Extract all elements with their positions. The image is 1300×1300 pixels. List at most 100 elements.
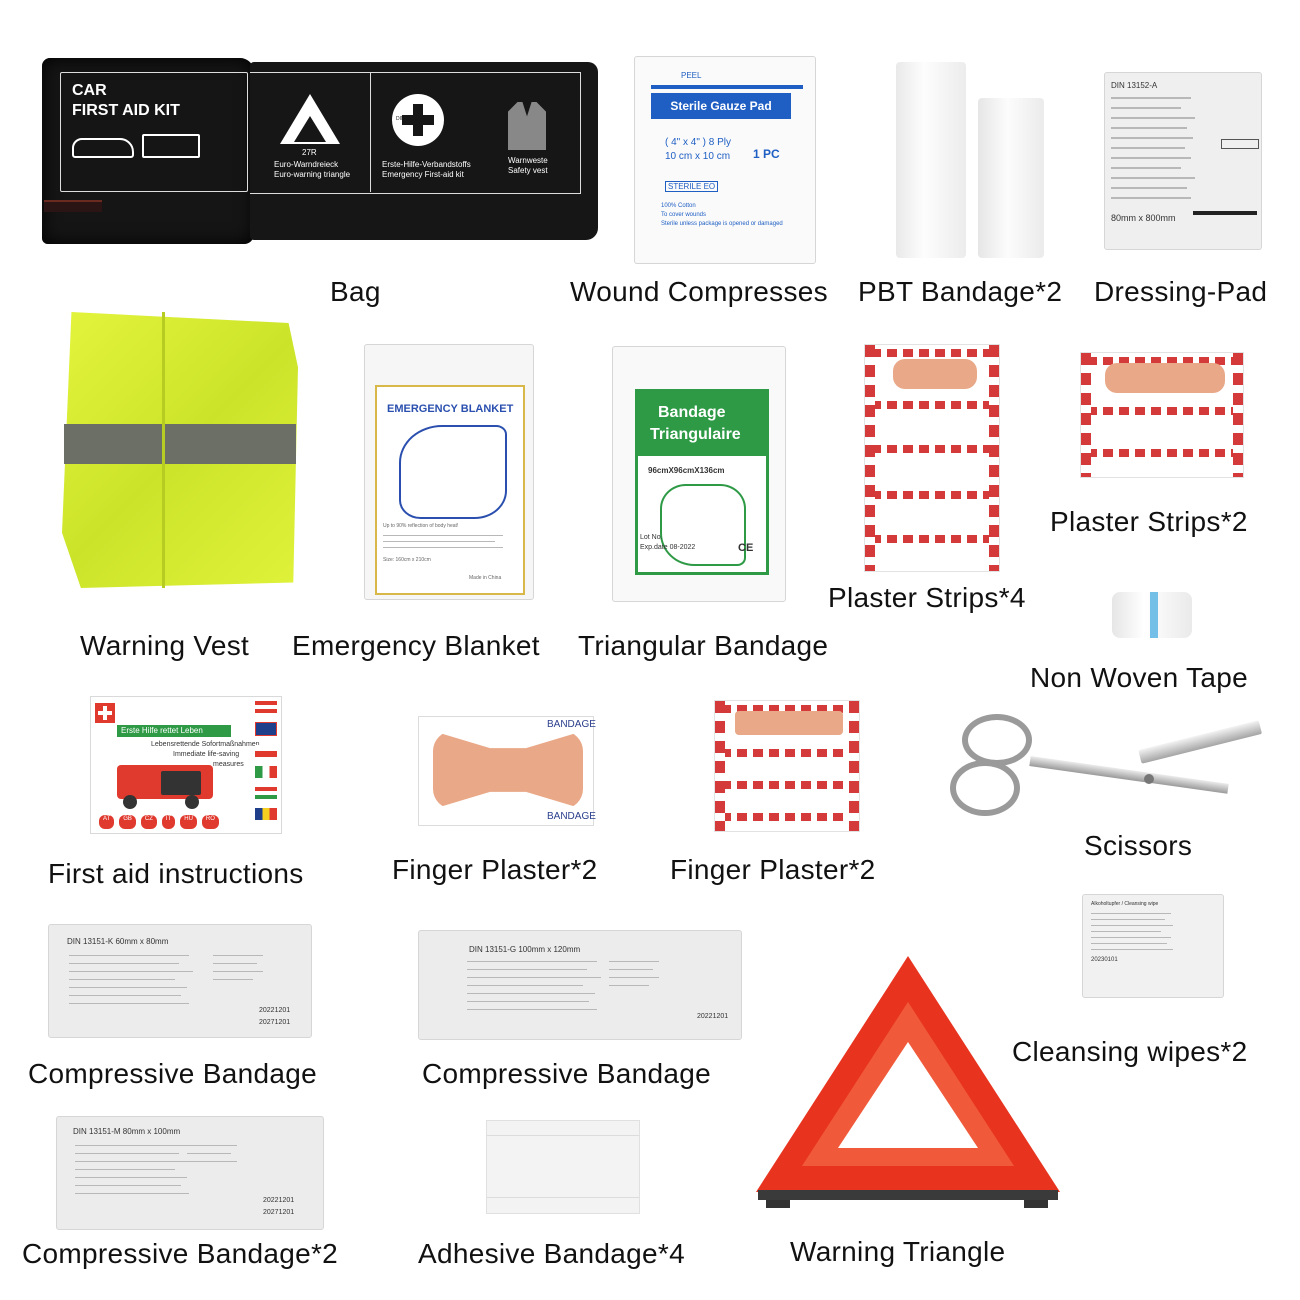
finger-plaster-sheet-b (714, 700, 860, 832)
compress-b-din: DIN 13151-G 100mm x 120mm (469, 945, 581, 954)
plaster-strips-2-sheet (1080, 352, 1244, 478)
finger-brand-bottom: BANDAGE (547, 811, 596, 822)
gauze-title-banner: Sterile Gauze Pad (651, 93, 791, 119)
blanket-person-icon (399, 425, 507, 519)
label-compressive-bandage-a: Compressive Bandage (28, 1058, 317, 1089)
gauze-bullet-2: To cover wounds (661, 212, 707, 218)
country-badge: IT (161, 815, 176, 829)
gauze-size-1: ( 4" x 4" ) 8 Ply (665, 137, 732, 148)
plaster-strips-4-sheet (864, 344, 1000, 572)
swiss-cross-icon (95, 703, 115, 723)
instructions-line-2: Immediate life-saving (173, 751, 240, 758)
warning-triangle-photo (752, 954, 1064, 1212)
tri-title-2: Triangulaire (650, 426, 741, 443)
tri-title-1: Bandage (658, 404, 726, 421)
peel-tab: PEEL (681, 71, 702, 80)
bag-photo: CAR FIRST AID KIT (42, 58, 254, 244)
blanket-origin: Made in China (469, 575, 502, 581)
country-badge: GB (119, 815, 136, 829)
scissors-pivot (1144, 774, 1154, 784)
label-warning-vest: Warning Vest (80, 630, 250, 661)
country-badge: HU (180, 815, 197, 829)
dressing-pad-package: DIN 13152-A 80mm x 800mm (1104, 72, 1262, 250)
instructions-line-3: measures (213, 761, 244, 768)
plaster-strip (893, 359, 977, 389)
label-scissors: Scissors (1084, 830, 1193, 861)
label-triangular-bandage: Triangular Bandage (578, 630, 829, 661)
label-cleansing-wipes: Cleansing wipes*2 (1012, 1036, 1248, 1067)
gauze-size-2: 10 cm x 10 cm (665, 151, 731, 162)
blanket-note: Up to 90% reflection of body heat! (383, 523, 459, 529)
compress-c-lot-2: 20271201 (263, 1209, 295, 1216)
kit-text-2: Emergency First-aid kit (382, 170, 464, 179)
cleansing-wipes-package: Alkoholtupfer / Cleansing wipe 20230101 (1082, 894, 1224, 998)
emergency-blanket-package: EMERGENCY BLANKET Up to 90% reflection o… (364, 344, 534, 600)
car-icon (72, 138, 134, 158)
compressive-bandage-package-c: DIN 13151-M 80mm x 100mm 20221201 202712… (56, 1116, 324, 1230)
wipes-head: Alkoholtupfer / Cleansing wipe (1091, 901, 1159, 907)
scissors-blade (1029, 756, 1229, 794)
scissors-photo (950, 712, 1270, 816)
wipes-date: 20230101 (1091, 957, 1118, 963)
compress-c-din: DIN 13151-M 80mm x 100mm (73, 1127, 181, 1136)
compressive-bandage-package-a: DIN 13151-K 60mm x 80mm 20221201 2027120… (48, 924, 312, 1038)
label-plaster-strips-2: Plaster Strips*2 (1050, 506, 1248, 537)
bag-title-2: FIRST AID KIT (72, 102, 180, 119)
reflective-stripe (64, 424, 296, 464)
first-aid-instructions-card: Erste Hilfe rettet Leben Lebensrettende … (90, 696, 282, 834)
label-emergency-blanket: Emergency Blanket (292, 630, 540, 661)
finger-plaster-sheet-a: BANDAGE BANDAGE (418, 716, 596, 826)
tri-ce: CE (738, 542, 754, 554)
bag-title-1: CAR (72, 82, 107, 99)
country-badges: AT GB CZ IT HU RO (99, 815, 275, 829)
label-non-woven-tape: Non Woven Tape (1030, 662, 1248, 693)
compressive-bandage-package-b: DIN 13151-G 100mm x 120mm 20221201 (418, 930, 742, 1040)
first-aid-cross-icon (392, 94, 444, 146)
label-wound-compresses: Wound Compresses (570, 276, 828, 307)
triangle-code: 27R (302, 148, 317, 157)
kit-text-1: Erste-Hilfe-Verbandstoffs (382, 160, 471, 169)
non-woven-tape-roll (1112, 592, 1192, 638)
finger-brand-top: BANDAGE (547, 719, 596, 730)
label-compressive-bandage-2: Compressive Bandage*2 (22, 1238, 339, 1269)
gauze-count: 1 PC (753, 147, 780, 161)
gauze-pad-package: PEEL Sterile Gauze Pad ( 4" x 4" ) 8 Ply… (634, 56, 816, 264)
label-bag: Bag (330, 276, 381, 307)
zipper (44, 200, 102, 212)
triangle-text-2: Euro-warning triangle (274, 170, 351, 179)
label-dressing-pad: Dressing-Pad (1094, 276, 1268, 307)
blanket-size: Size: 160cm x 210cm (383, 557, 431, 563)
arm-sling-icon (660, 484, 746, 566)
compress-a-lot-2: 20271201 (259, 1019, 291, 1026)
instructions-banner: Erste Hilfe rettet Leben (117, 725, 231, 737)
triangle-text-1: Euro-Warndreieck (274, 160, 339, 169)
triangular-bandage-package: Bandage Triangulaire 96cmX96cmX136cm Lot… (612, 346, 786, 602)
dressing-size: 80mm x 800mm (1111, 213, 1176, 223)
plaster-strip (1105, 363, 1225, 393)
compress-a-din: DIN 13151-K 60mm x 80mm (67, 937, 169, 946)
dressing-din: DIN 13152-A (1111, 81, 1158, 90)
bag-panel: 27R Euro-Warndreieck Euro-warning triang… (250, 62, 598, 240)
tri-lot: Lot No. (640, 534, 663, 541)
label-pbt-bandage: PBT Bandage*2 (858, 276, 1063, 307)
label-finger-plaster-a: Finger Plaster*2 (392, 854, 598, 885)
tri-size: 96cmX96cmX136cm (648, 466, 725, 475)
label-plaster-strips-4: Plaster Strips*4 (828, 582, 1026, 613)
gauze-bullet-1: 100% Cotton (661, 203, 696, 209)
tri-bandage-green-label: Bandage Triangulaire 96cmX96cmX136cm Lot… (635, 389, 769, 575)
country-badge: CZ (140, 815, 157, 829)
scissors-handle-top (962, 714, 1032, 766)
warning-triangle-icon (756, 956, 1060, 1208)
compress-c-lot-1: 20221201 (263, 1197, 295, 1204)
gauze-bullet-3: Sterile unless package is opened or dama… (661, 221, 783, 227)
flag-column (255, 701, 277, 829)
sterile-badge: STERILE EO (665, 181, 719, 192)
instructions-line-1: Lebensrettende Sofortmaßnahmen (151, 741, 260, 748)
country-badge: RO (201, 815, 219, 829)
vest-text-1: Warnweste (508, 156, 548, 165)
pbt-bandage-roll-large (896, 62, 966, 258)
blanket-title: EMERGENCY BLANKET (387, 403, 514, 415)
label-compressive-bandage-b: Compressive Bandage (422, 1058, 711, 1089)
warning-vest-photo (62, 312, 298, 588)
pbt-bandage-roll-small (978, 98, 1044, 258)
